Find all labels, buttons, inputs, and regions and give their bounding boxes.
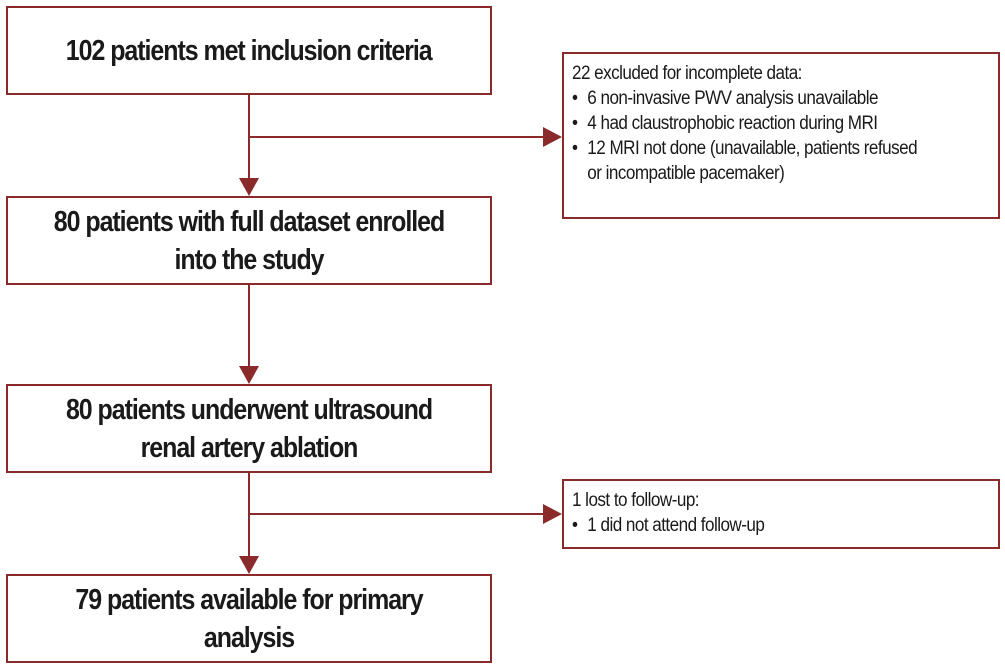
arrowhead-right-icon bbox=[543, 504, 562, 524]
exclusion-title: 22 excluded for incomplete data: bbox=[572, 63, 802, 84]
inclusion-text: 102 patients met inclusion criteria bbox=[66, 34, 433, 67]
exclusion-title: 1 lost to follow-up: bbox=[572, 490, 700, 511]
exclusion-item-text: 1 did not attend follow-up bbox=[587, 515, 765, 536]
exclusion-item: • 6 non-invasive PWV analysis unavailabl… bbox=[572, 86, 948, 111]
arrowhead-down-icon bbox=[239, 178, 259, 196]
inclusion-box: 102 patients met inclusion criteria bbox=[6, 6, 492, 95]
arrowhead-right-icon bbox=[543, 127, 562, 147]
exclusion-item: • 4 had claustrophobic reaction during M… bbox=[572, 111, 948, 136]
exclusion-box-lost-follow-up: 1 lost to follow-up: • 1 did not attend … bbox=[562, 479, 1000, 549]
ablation-box: 80 patients underwent ultrasound renal a… bbox=[6, 384, 492, 473]
analysis-text: 79 patients available for primary analys… bbox=[75, 583, 423, 654]
enrolled-text: 80 patients with full dataset enrolled i… bbox=[53, 205, 445, 276]
ablation-text: 80 patients underwent ultrasound renal a… bbox=[65, 393, 433, 464]
bullet-icon: • bbox=[572, 515, 578, 536]
exclusion-item-text: 6 non-invasive PWV analysis unavailable bbox=[587, 88, 879, 109]
analysis-box: 79 patients available for primary analys… bbox=[6, 574, 492, 663]
enrolled-box: 80 patients with full dataset enrolled i… bbox=[6, 196, 492, 285]
exclusion-item-text: 12 MRI not done (unavailable, patients r… bbox=[587, 138, 918, 184]
bullet-icon: • bbox=[572, 113, 578, 134]
exclusion-item: • 1 did not attend follow-up bbox=[572, 513, 948, 538]
arrowhead-down-icon bbox=[239, 366, 259, 384]
bullet-icon: • bbox=[572, 138, 578, 159]
exclusion-box-incomplete-data: 22 excluded for incomplete data: • 6 non… bbox=[562, 52, 1000, 219]
bullet-icon: • bbox=[572, 88, 578, 109]
exclusion-item-text: 4 had claustrophobic reaction during MRI bbox=[587, 113, 878, 134]
arrowhead-down-icon bbox=[239, 556, 259, 574]
exclusion-item: • 12 MRI not done (unavailable, patients… bbox=[572, 136, 948, 186]
